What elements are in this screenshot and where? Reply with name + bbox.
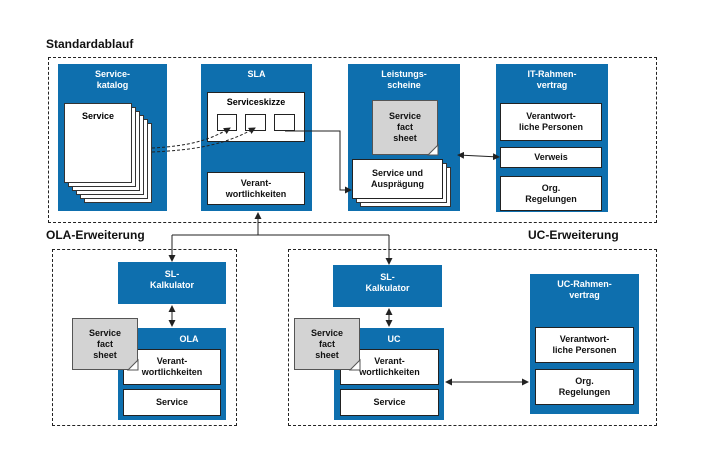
sla-verantwortlichkeiten: Verant- wortlichkeiten [207, 172, 305, 205]
skizze-to-auspraegung-arrow [285, 130, 352, 194]
section-label-ola: OLA-Erweiterung [46, 228, 145, 242]
factsheet-verweis-arrow [457, 151, 500, 161]
servicekatalog-title: Service- katalog [94, 69, 131, 90]
it-rahmenvertrag-title: IT-Rahmen- vertrag [527, 69, 577, 90]
ola-frame [52, 249, 237, 426]
ola-kalkulator-label: SL- Kalkulator [149, 269, 194, 290]
uc-rahmenvertrag-title: UC-Rahmen- vertrag [557, 279, 612, 300]
section-label-standardablauf: Standardablauf [46, 37, 134, 51]
ola-service-fact-sheet: Service fact sheet [72, 318, 138, 370]
it-org-regelungen: Org. Regelungen [500, 176, 602, 211]
it-verweis: Verweis [500, 147, 602, 168]
service-doc-label: Service [81, 111, 115, 121]
it-verantwortliche-personen: Verantwort- liche Personen [500, 103, 602, 141]
uc-kalkulator-label: SL- Kalkulator [365, 272, 410, 293]
uc-kalkulator-box: SL- Kalkulator [333, 265, 442, 307]
ola-service: Service [123, 389, 221, 416]
uc-service: Service [340, 389, 439, 416]
service-to-skizze-dashed-arrow [151, 127, 256, 153]
ola-title: OLA [179, 334, 199, 344]
standardablauf-frame [48, 57, 657, 223]
service-fact-sheet: Service fact sheet [372, 100, 438, 155]
service-to-skizze-dashed-arrow [151, 127, 231, 149]
section-label-uc: UC-Erweiterung [528, 228, 619, 242]
sla-title: SLA [247, 69, 266, 79]
ola-verantwortlichkeiten: Verant- wortlichkeiten [123, 349, 221, 385]
uc-service-fact-sheet: Service fact sheet [294, 318, 360, 370]
service-auspraegung: Service und Ausprägung [352, 159, 443, 199]
ola-kalkulator-box: SL- Kalkulator [118, 262, 226, 304]
uc-title: UC [387, 334, 401, 344]
uc-frame [288, 249, 657, 426]
leistungsscheine-title: Leistungs- scheine [381, 69, 427, 90]
serviceskizze-square [274, 114, 295, 131]
uc-org-regelungen: Org. Regelungen [535, 369, 634, 405]
service-doc: Service [64, 103, 132, 183]
uc-verantwortliche-personen: Verantwort- liche Personen [535, 327, 634, 363]
serviceskizze-label: Serviceskizze [226, 97, 286, 107]
